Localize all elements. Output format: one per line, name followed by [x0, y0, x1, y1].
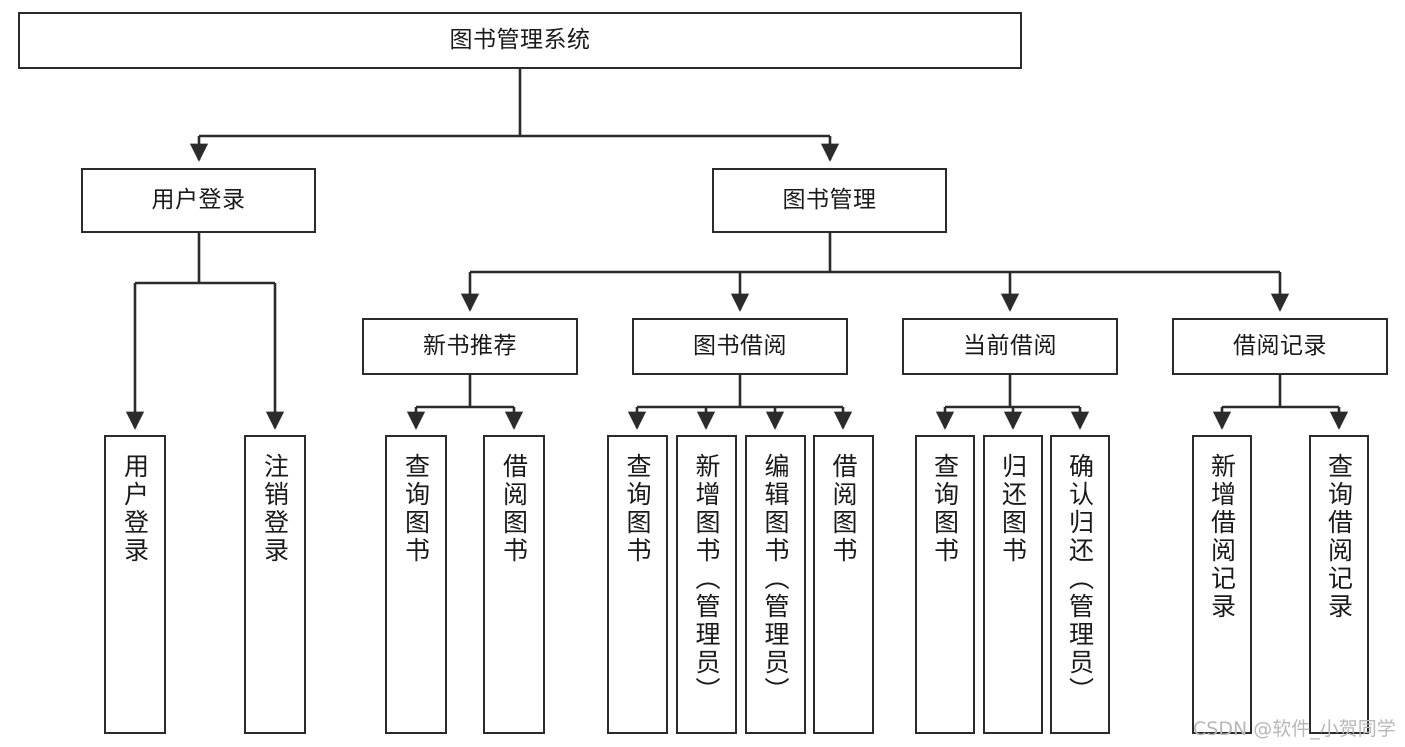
- node-book-borrow-label: 图书借阅: [693, 332, 787, 359]
- node-book-management-label: 图书管理: [782, 186, 877, 213]
- node-current-borrow[interactable]: 当前借阅: [902, 318, 1118, 375]
- node-leaf-newbook-query-book-label: 查询图书: [401, 453, 431, 565]
- node-new-book-recommend[interactable]: 新书推荐: [362, 318, 578, 375]
- node-leaf-newbook-borrow-book-label: 借阅图书: [499, 453, 529, 565]
- node-leaf-bookborrow-query-book[interactable]: 查询图书: [607, 435, 668, 734]
- node-leaf-currentborrow-query-book[interactable]: 查询图书: [915, 435, 975, 734]
- node-leaf-bookborrow-edit-book[interactable]: 编辑图书（管理员）: [745, 435, 806, 734]
- node-user-login[interactable]: 用户登录: [81, 168, 316, 233]
- node-leaf-currentborrow-query-book-label: 查询图书: [930, 453, 960, 565]
- node-book-borrow[interactable]: 图书借阅: [632, 318, 848, 375]
- node-leaf-user-login-label: 用户登录: [120, 453, 150, 565]
- node-leaf-query-borrow-record-label: 查询借阅记录: [1324, 453, 1354, 621]
- node-leaf-newbook-borrow-book[interactable]: 借阅图书: [483, 435, 545, 734]
- node-leaf-bookborrow-add-book-label: 新增图书（管理员）: [692, 453, 721, 705]
- node-leaf-currentborrow-return-book-label: 归还图书: [998, 453, 1028, 565]
- node-borrow-record-label: 借阅记录: [1233, 332, 1327, 359]
- node-borrow-record[interactable]: 借阅记录: [1172, 318, 1388, 375]
- node-leaf-currentborrow-confirm-return-label: 确认归还（管理员）: [1065, 453, 1095, 705]
- node-leaf-query-borrow-record[interactable]: 查询借阅记录: [1309, 435, 1369, 734]
- node-new-book-recommend-label: 新书推荐: [423, 332, 517, 359]
- node-leaf-user-login[interactable]: 用户登录: [104, 435, 166, 734]
- node-leaf-add-borrow-record-label: 新增借阅记录: [1207, 453, 1237, 621]
- node-current-borrow-label: 当前借阅: [963, 332, 1057, 359]
- node-book-management[interactable]: 图书管理: [712, 168, 947, 233]
- node-leaf-currentborrow-confirm-return[interactable]: 确认归还（管理员）: [1050, 435, 1110, 734]
- node-leaf-logout-label: 注销登录: [260, 453, 290, 565]
- node-leaf-add-borrow-record[interactable]: 新增借阅记录: [1192, 435, 1252, 734]
- node-root[interactable]: 图书管理系统: [18, 12, 1022, 69]
- node-leaf-bookborrow-borrow-book-label: 借阅图书: [829, 453, 858, 565]
- node-root-label: 图书管理系统: [449, 26, 591, 53]
- node-leaf-newbook-query-book[interactable]: 查询图书: [385, 435, 447, 734]
- node-leaf-bookborrow-borrow-book[interactable]: 借阅图书: [813, 435, 874, 734]
- node-leaf-currentborrow-return-book[interactable]: 归还图书: [983, 435, 1043, 734]
- node-leaf-bookborrow-edit-book-label: 编辑图书（管理员）: [761, 453, 790, 705]
- node-user-login-label: 用户登录: [151, 186, 246, 213]
- node-leaf-logout[interactable]: 注销登录: [244, 435, 306, 734]
- node-leaf-bookborrow-query-book-label: 查询图书: [623, 453, 652, 565]
- node-leaf-bookborrow-add-book[interactable]: 新增图书（管理员）: [676, 435, 737, 734]
